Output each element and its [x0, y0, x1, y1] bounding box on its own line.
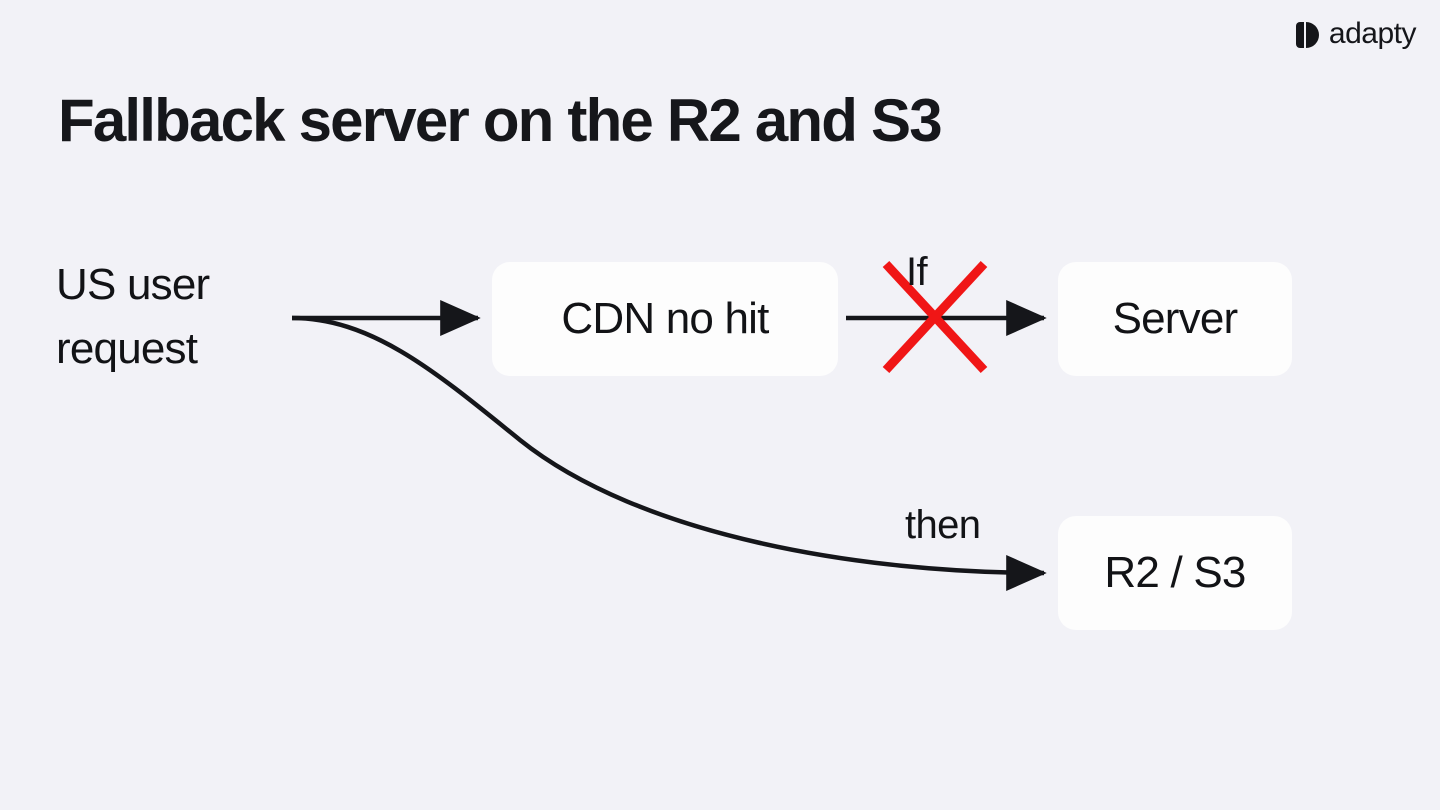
brand-logo: adapty: [1295, 17, 1417, 52]
logo-disc-shape: [1305, 22, 1319, 48]
edge-label-if: If: [906, 250, 928, 294]
source-label-line2: request: [56, 323, 198, 373]
node-server-label: Server: [1112, 294, 1239, 343]
edge-label-then: then: [905, 503, 981, 547]
node-r2s3[interactable]: R2 / S3: [1058, 516, 1292, 630]
logo-bar-shape: [1295, 22, 1304, 48]
node-r2s3-label: R2 / S3: [1104, 548, 1246, 597]
brand-name: adapty: [1328, 17, 1417, 50]
node-server[interactable]: Server: [1058, 262, 1292, 376]
source-label-line1: US user: [56, 260, 210, 309]
adapty-logo-icon: [1295, 20, 1321, 50]
red-x-cross-icon: [882, 260, 988, 374]
source-label: US user request: [56, 253, 286, 381]
node-cdn-label: CDN no hit: [561, 294, 769, 343]
page-title: Fallback server on the R2 and S3: [58, 87, 943, 155]
node-cdn[interactable]: CDN no hit: [492, 262, 838, 376]
